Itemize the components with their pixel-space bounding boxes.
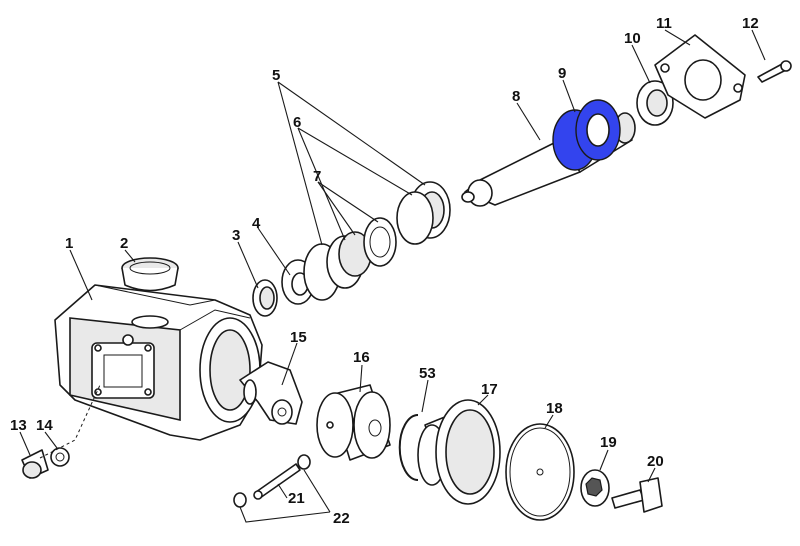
label-7: 7 (313, 168, 321, 185)
label-22: 22 (333, 510, 350, 527)
label-10: 10 (624, 30, 641, 47)
label-11: 11 (656, 15, 672, 32)
part-7-roller-bearing[interactable] (338, 217, 397, 277)
label-8: 8 (512, 88, 520, 105)
label-1: 1 (65, 235, 73, 252)
part-1-housing[interactable] (54, 284, 263, 441)
label-2: 2 (120, 235, 128, 252)
part-9-bearing-highlighted[interactable] (552, 99, 621, 171)
part-12-bolt[interactable] (757, 60, 792, 83)
label-16: 16 (353, 349, 370, 366)
label-15: 15 (290, 329, 307, 346)
leader-lines (19, 29, 766, 523)
part-13-plug[interactable] (21, 449, 49, 479)
part-19-nut[interactable] (580, 469, 610, 507)
part-17-boot[interactable] (417, 399, 501, 505)
part-3-bearing[interactable] (252, 279, 278, 317)
label-18: 18 (546, 400, 563, 417)
label-17: 17 (481, 381, 498, 398)
part-2-cap[interactable] (121, 257, 179, 292)
label-5: 5 (272, 67, 280, 84)
part-11-flange[interactable] (654, 34, 746, 119)
label-14: 14 (36, 417, 53, 434)
label-9: 9 (558, 65, 566, 82)
label-12: 12 (742, 15, 759, 32)
label-3: 3 (232, 227, 240, 244)
part-18-disc[interactable] (505, 423, 575, 521)
label-13: 13 (10, 417, 27, 434)
label-4: 4 (252, 215, 261, 232)
label-21: 21 (288, 490, 305, 507)
part-15-yoke[interactable] (239, 361, 303, 425)
label-19: 19 (600, 434, 617, 451)
assembly-path-13 (39, 384, 101, 459)
label-20: 20 (647, 453, 664, 470)
part-53-snap-ring[interactable] (398, 414, 419, 481)
part-labels: 1 2 3 4 5 6 7 8 9 10 11 12 13 14 15 16 1… (10, 15, 759, 527)
part-21-pin[interactable] (253, 463, 301, 500)
part-14-washer[interactable] (50, 447, 70, 467)
part-10-seal[interactable] (636, 80, 674, 126)
part-20-bolt[interactable] (611, 477, 663, 513)
label-53: 53 (419, 365, 436, 382)
label-6: 6 (293, 114, 301, 131)
part-16-drum[interactable] (316, 384, 391, 461)
